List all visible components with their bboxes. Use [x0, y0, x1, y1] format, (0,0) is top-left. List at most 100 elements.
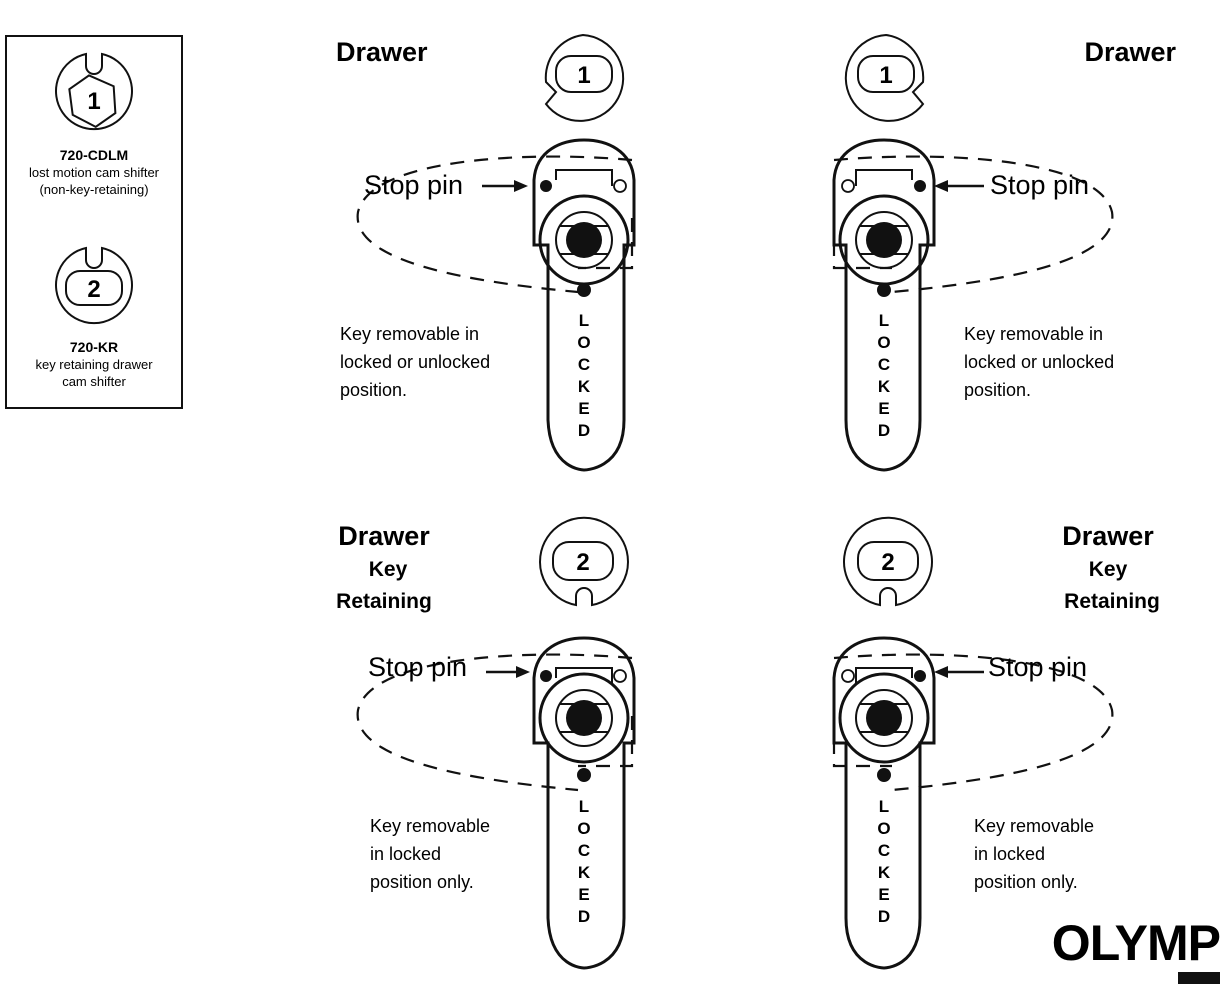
stop-pin-label: Stop pin [988, 652, 1087, 682]
svg-text:position only.: position only. [370, 872, 474, 892]
cam-1-outline-icon [55, 52, 133, 131]
svg-text:E: E [578, 399, 589, 418]
cam-1-icon: 1 [544, 33, 625, 122]
locked-vertical-label: L O C K E D [577, 311, 590, 440]
svg-text:E: E [878, 885, 889, 904]
diagram-heading: Drawer [1084, 37, 1176, 67]
stop-pin-icon [540, 180, 552, 192]
locked-vertical-label: L O C K E D [577, 797, 590, 926]
legend-cam-1-number: 1 [87, 88, 100, 115]
swing-arc-dashed [356, 653, 633, 792]
svg-text:locked or unlocked: locked or unlocked [340, 352, 490, 372]
diagram-drawer-key-retaining-1: Drawer Key Retaining 2 Stop pin L [336, 516, 636, 970]
legend-cam-2-number: 2 [87, 276, 100, 303]
stop-pin-icon [540, 670, 552, 682]
svg-text:L: L [579, 311, 589, 330]
svg-text:Key removable in: Key removable in [340, 324, 479, 344]
legend-desc-kr-1: key retaining drawer [35, 357, 153, 372]
svg-text:C: C [578, 841, 590, 860]
cam-2-icon: 2 [843, 516, 933, 607]
diagram-subheading-1: Key [1089, 558, 1128, 581]
logo-text: OLYMP [1052, 915, 1220, 971]
diagram-drawer-key-retaining-2: Drawer Key Retaining 2 Stop pin L [832, 516, 1160, 970]
olympus-logo: OLYMP [1052, 915, 1220, 984]
diagram-subheading-1: Key [369, 558, 408, 581]
svg-text:E: E [878, 399, 889, 418]
legend-frame [5, 35, 183, 409]
svg-text:C: C [578, 355, 590, 374]
stop-pin-label: Stop pin [990, 170, 1089, 200]
svg-text:D: D [878, 907, 890, 926]
key-cylinder-icon [566, 222, 602, 258]
svg-text:Key removable in: Key removable in [964, 324, 1103, 344]
svg-text:O: O [577, 333, 590, 352]
cam-number: 1 [879, 62, 892, 89]
lock-body [832, 138, 936, 472]
diagram-drawer-1: Drawer 1 Stop pin L [336, 33, 636, 472]
svg-text:O: O [877, 333, 890, 352]
cam-number: 2 [881, 549, 894, 576]
cam-2-outline-icon [55, 246, 133, 325]
legend-item-kr: 2 720-KR key retaining drawer cam shifte… [35, 246, 153, 389]
diagram-drawer-2: Drawer 1 Stop pin L O C [832, 33, 1176, 472]
cam-1-diamond-icon [68, 74, 117, 129]
stop-pin-icon [914, 180, 926, 192]
arrow-right-icon [486, 666, 530, 678]
cam-1-icon: 1 [844, 33, 925, 122]
svg-text:position only.: position only. [974, 872, 1078, 892]
locked-vertical-label: L O C K E D [877, 797, 890, 926]
lock-body [832, 636, 936, 970]
legend-desc-cdlm-1: lost motion cam shifter [29, 165, 160, 180]
locked-vertical-label: L O C K E D [877, 311, 890, 440]
svg-text:D: D [578, 907, 590, 926]
diagram-heading: Drawer [338, 521, 430, 551]
cam-2-icon: 2 [539, 516, 629, 607]
svg-text:L: L [879, 797, 889, 816]
svg-text:O: O [577, 819, 590, 838]
arrow-left-icon [934, 666, 984, 678]
svg-text:D: D [578, 421, 590, 440]
key-cylinder-icon [866, 700, 902, 736]
removal-note: Key removable in locked or unlocked posi… [964, 324, 1114, 400]
arrow-right-icon [482, 180, 528, 192]
diagram-subheading-2: Retaining [336, 590, 432, 613]
diagram-heading: Drawer [1062, 521, 1154, 551]
svg-text:E: E [578, 885, 589, 904]
removal-note: Key removable in locked or unlocked posi… [340, 324, 490, 400]
svg-text:Key removable: Key removable [370, 816, 490, 836]
lock-body [532, 138, 636, 472]
legend-item-cdlm: 1 720-CDLM lost motion cam shifter (non-… [29, 52, 160, 197]
swing-arc-dashed [833, 155, 1114, 294]
svg-text:O: O [877, 819, 890, 838]
svg-text:C: C [878, 355, 890, 374]
svg-text:in locked: in locked [974, 844, 1045, 864]
lock-body [532, 636, 636, 970]
stop-pin-icon [914, 670, 926, 682]
svg-text:K: K [878, 377, 891, 396]
swing-arc-dashed [833, 653, 1114, 792]
cam-legend: 1 720-CDLM lost motion cam shifter (non-… [5, 35, 183, 409]
arrow-left-icon [934, 180, 984, 192]
svg-text:position.: position. [964, 380, 1031, 400]
stop-pin-label: Stop pin [364, 170, 463, 200]
removal-note: Key removable in locked position only. [974, 816, 1094, 892]
cam-number: 2 [576, 549, 589, 576]
svg-text:L: L [579, 797, 589, 816]
svg-text:K: K [578, 863, 591, 882]
diagram-subheading-2: Retaining [1064, 590, 1160, 613]
svg-text:position.: position. [340, 380, 407, 400]
swing-arc-dashed [356, 155, 633, 294]
svg-text:locked or unlocked: locked or unlocked [964, 352, 1114, 372]
stop-pin-label: Stop pin [368, 652, 467, 682]
cam-number: 1 [577, 62, 590, 89]
svg-text:Key removable: Key removable [974, 816, 1094, 836]
legend-code-cdlm: 720-CDLM [60, 147, 128, 163]
removal-note: Key removable in locked position only. [370, 816, 490, 892]
legend-desc-kr-2: cam shifter [62, 374, 126, 389]
key-cylinder-icon [566, 700, 602, 736]
key-cylinder-icon [866, 222, 902, 258]
svg-text:L: L [879, 311, 889, 330]
svg-text:D: D [878, 421, 890, 440]
svg-text:in locked: in locked [370, 844, 441, 864]
